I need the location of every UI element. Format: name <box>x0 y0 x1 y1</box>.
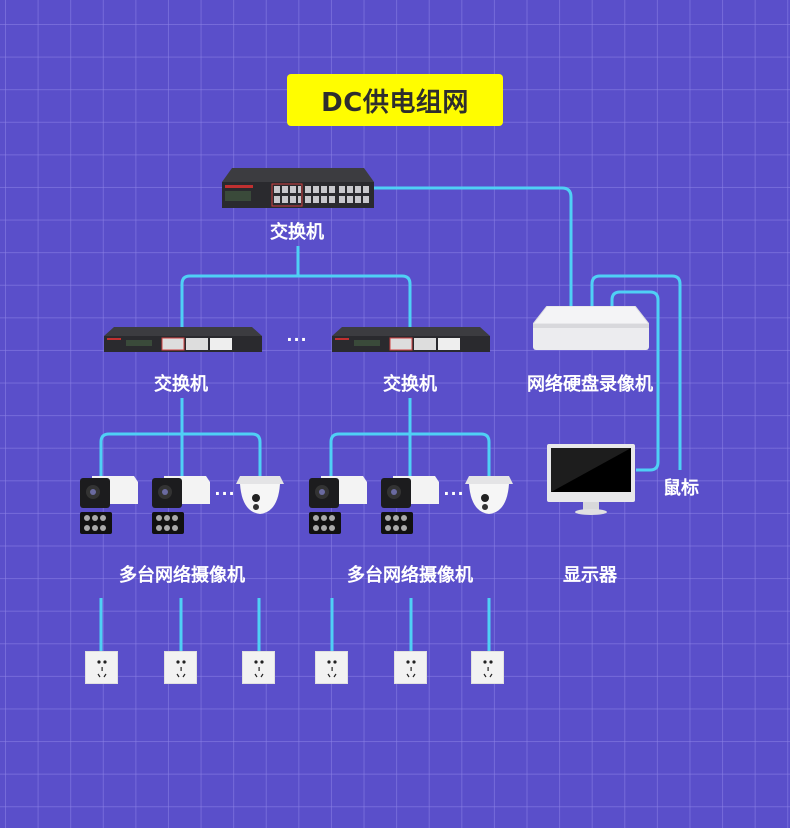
power-outlet-icon <box>164 651 197 684</box>
wire-right-branch <box>329 432 491 482</box>
mouse-label: 鼠标 <box>663 478 699 499</box>
core-switch-icon <box>222 168 374 208</box>
right-switch-icon <box>332 327 490 352</box>
monitor-icon <box>547 444 635 515</box>
page-title: DC供电组网 <box>287 74 503 126</box>
monitor-label: 显示器 <box>563 565 617 586</box>
core-switch-label: 交换机 <box>270 222 324 243</box>
camera-ellipsis-left: ··· <box>214 484 236 503</box>
left-switch-label: 交换机 <box>154 374 208 395</box>
wire-left-branch <box>99 432 262 482</box>
bullet-camera-icon <box>309 476 367 534</box>
power-outlet-icon <box>394 651 427 684</box>
dome-camera-icon <box>236 476 284 514</box>
power-outlet-icon <box>315 651 348 684</box>
wire-core-branch <box>180 274 412 330</box>
power-outlet-icon <box>85 651 118 684</box>
dome-camera-icon <box>465 476 513 514</box>
page-title-text: DC供电组网 <box>321 87 469 118</box>
nvr-label: 网络硬盘录像机 <box>527 374 653 395</box>
bullet-camera-icon <box>381 476 439 534</box>
power-outlet-icon <box>471 651 504 684</box>
wire-nvr-to-monitor <box>610 290 660 472</box>
cameras-left-label: 多台网络摄像机 <box>119 565 245 586</box>
right-switch-label: 交换机 <box>383 374 437 395</box>
bullet-camera-icon <box>80 476 138 534</box>
nvr-icon <box>533 306 649 350</box>
camera-ellipsis-right: ··· <box>443 484 465 503</box>
cameras-right-label: 多台网络摄像机 <box>347 565 473 586</box>
wire-nvr-to-mouse <box>590 274 682 470</box>
wire-core-to-nvr <box>372 186 573 308</box>
left-switch-icon <box>104 327 262 352</box>
switch-ellipsis: ··· <box>286 330 308 349</box>
power-outlet-icon <box>242 651 275 684</box>
bullet-camera-icon <box>152 476 210 534</box>
